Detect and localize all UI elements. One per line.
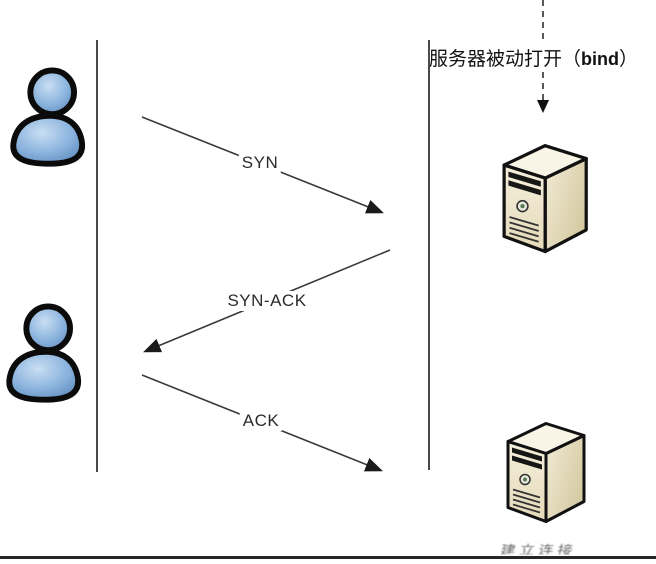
server-open-text-prefix: 服务器被动打开（ <box>429 49 582 70</box>
ack-label: ACK <box>239 411 283 431</box>
server-open-annotation: 服务器被动打开（bind） <box>429 44 656 71</box>
person-icon <box>6 62 90 168</box>
server-icon <box>486 137 600 258</box>
dashed-arrow-down-icon <box>537 0 549 113</box>
clipped-footer-text: 建立连接 <box>499 544 578 555</box>
bottom-border-line <box>0 556 656 559</box>
bind-keyword: bind <box>581 49 620 69</box>
server-icon <box>494 410 594 533</box>
syn-ack-label: SYN-ACK <box>224 291 310 311</box>
client-lifeline <box>96 40 98 472</box>
server-open-text-suffix: ） <box>619 49 639 70</box>
syn-label: SYN <box>238 153 282 173</box>
person-icon <box>2 298 86 404</box>
server-lifeline <box>428 40 430 470</box>
